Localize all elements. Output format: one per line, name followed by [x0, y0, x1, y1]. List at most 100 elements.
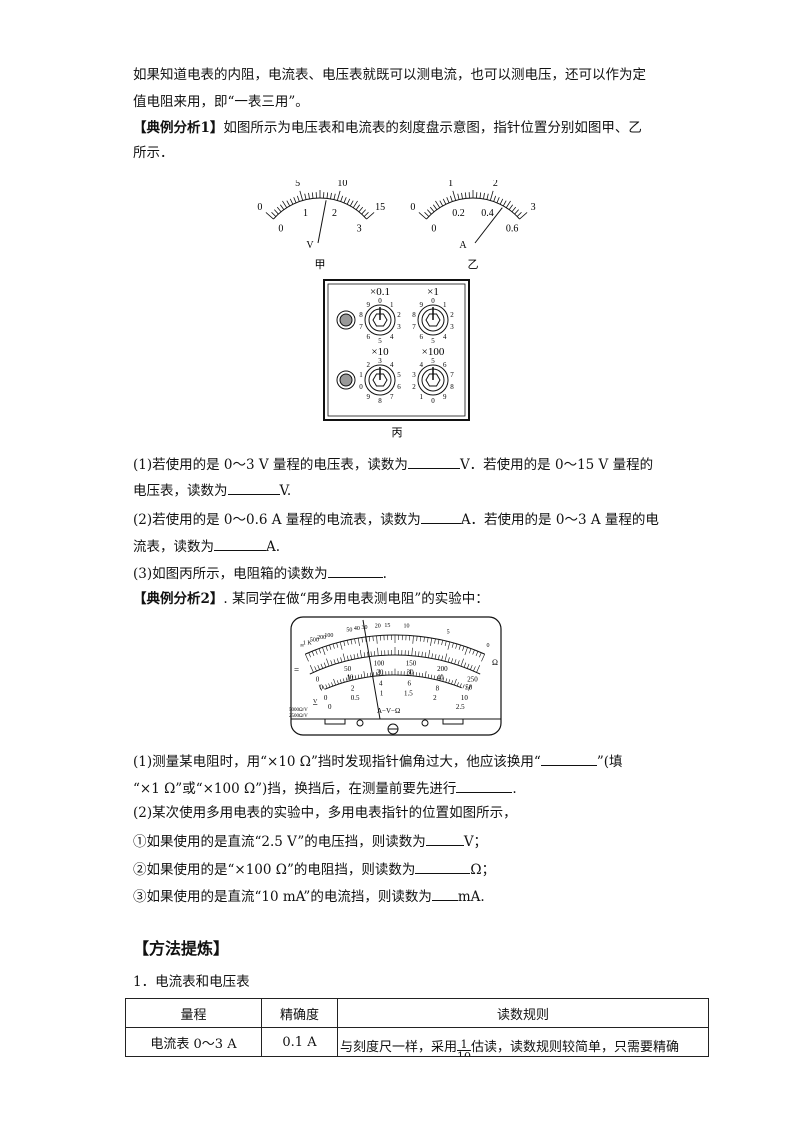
text: (3)如图丙所示，电阻箱的读数为 [133, 566, 328, 582]
screw [356, 719, 364, 727]
dial-hex-knob [425, 313, 441, 327]
answer-blank[interactable] [407, 455, 460, 469]
text: (1)测量某电阻时，用“×10 Ω”挡时发现指针偏角过大，他应该换用“ [133, 754, 541, 770]
tick [445, 678, 448, 683]
tick [331, 682, 334, 687]
dial-digit: 3 [450, 323, 454, 331]
low-scale-label: 6 [408, 680, 412, 688]
tick [339, 679, 342, 684]
tick [353, 654, 356, 660]
dial-digit: 9 [419, 301, 423, 309]
tick [325, 646, 328, 651]
outer-scale-label: 5 [295, 180, 300, 189]
answer-blank[interactable] [214, 537, 266, 551]
dial-digit: 5 [431, 357, 435, 365]
dial-digit: 1 [443, 301, 447, 309]
tick [326, 658, 330, 667]
answer-blank[interactable] [415, 860, 471, 874]
answer-blank[interactable] [456, 779, 513, 793]
tick [418, 651, 420, 657]
tick [330, 660, 333, 666]
terminal-knob [339, 373, 353, 387]
answer-blank[interactable] [540, 752, 597, 766]
tick [427, 674, 430, 679]
example2-text: 【典例分析2】. 某同学在做“用多用电表测电阻”的实验中： [133, 590, 489, 608]
tick [508, 204, 514, 210]
scale-arc [273, 197, 367, 220]
figure-caption: 甲 [315, 259, 326, 270]
text: V．若使用的是 0～15 V 量程的 [459, 457, 654, 473]
text: Ω； [470, 862, 496, 878]
dc-scale-label: 50 [344, 665, 352, 673]
multimeter-figure: ∞1 K500200100504030201510500501001502002… [289, 616, 502, 736]
terminal-knob [339, 313, 353, 327]
tick [323, 662, 327, 668]
tick [435, 200, 441, 208]
tick [342, 678, 345, 683]
dial-digit: 9 [366, 301, 370, 309]
dial-ring [364, 364, 396, 396]
dial-digit: 5 [397, 371, 401, 379]
scale-arc [426, 197, 520, 220]
tick [352, 200, 358, 208]
text: 电压表，读数为 [133, 483, 228, 499]
tick [409, 669, 411, 676]
dc-scale-label: 200 [437, 665, 448, 673]
dc-scale-label: 0 [316, 676, 320, 684]
needle [474, 207, 503, 244]
tick [444, 653, 448, 662]
tick [339, 641, 343, 650]
tick [462, 646, 465, 651]
inner-scale-label: 0 [278, 224, 283, 235]
e1-q3: (3)如图丙所示，电阻箱的读数为. [133, 564, 387, 583]
tick [363, 212, 369, 217]
tick [489, 190, 494, 201]
tick [483, 192, 485, 199]
e2-q2: (2)某次使用多用电表的实验中，多用电表指针的位置如图所示， [133, 805, 517, 821]
tick [455, 643, 458, 649]
dial-digit: 5 [378, 337, 382, 345]
tick [361, 209, 366, 215]
inner-scale-label: 0.4 [481, 208, 494, 219]
tick [481, 653, 485, 662]
low-scale-label: 0 [328, 703, 332, 711]
tick [421, 673, 424, 678]
dial-ring [417, 304, 449, 336]
dial-multiplier-label: ×1 [427, 286, 439, 298]
tick [463, 662, 467, 668]
tick [464, 192, 467, 199]
answer-blank[interactable] [420, 510, 461, 524]
slot [442, 718, 464, 725]
tick [416, 636, 418, 642]
tick [427, 209, 432, 215]
ohm-symbol: Ω [492, 658, 498, 667]
tick [472, 649, 475, 655]
tick [479, 652, 482, 658]
dial-digit: 4 [390, 333, 394, 341]
dial-digit: 3 [397, 323, 401, 331]
tick [427, 637, 429, 643]
dc-scale-label: 250 [467, 676, 478, 684]
tick [366, 212, 375, 220]
answer-blank[interactable] [327, 564, 383, 578]
low-scale-label: 2.5 [456, 703, 465, 711]
tick [296, 195, 300, 202]
tick [505, 200, 511, 208]
dial-digit: 1 [419, 393, 423, 401]
answer-blank[interactable] [227, 481, 280, 495]
tick [318, 648, 321, 654]
answer-blank[interactable] [431, 887, 458, 901]
tick [333, 659, 336, 665]
table-header-row: 量程 精确度 读数规则 [125, 998, 709, 1028]
dial-digit: 8 [359, 311, 363, 319]
example1-tag: 【典例分析1】 [133, 120, 224, 136]
method-heading: 【方法提炼】 [133, 939, 230, 958]
tick [265, 212, 274, 220]
low-scale-label: 8 [436, 684, 440, 692]
low-scale-arc [324, 674, 462, 690]
dial-digit: 6 [419, 333, 423, 341]
answer-blank[interactable] [425, 832, 464, 846]
slot [324, 718, 346, 725]
